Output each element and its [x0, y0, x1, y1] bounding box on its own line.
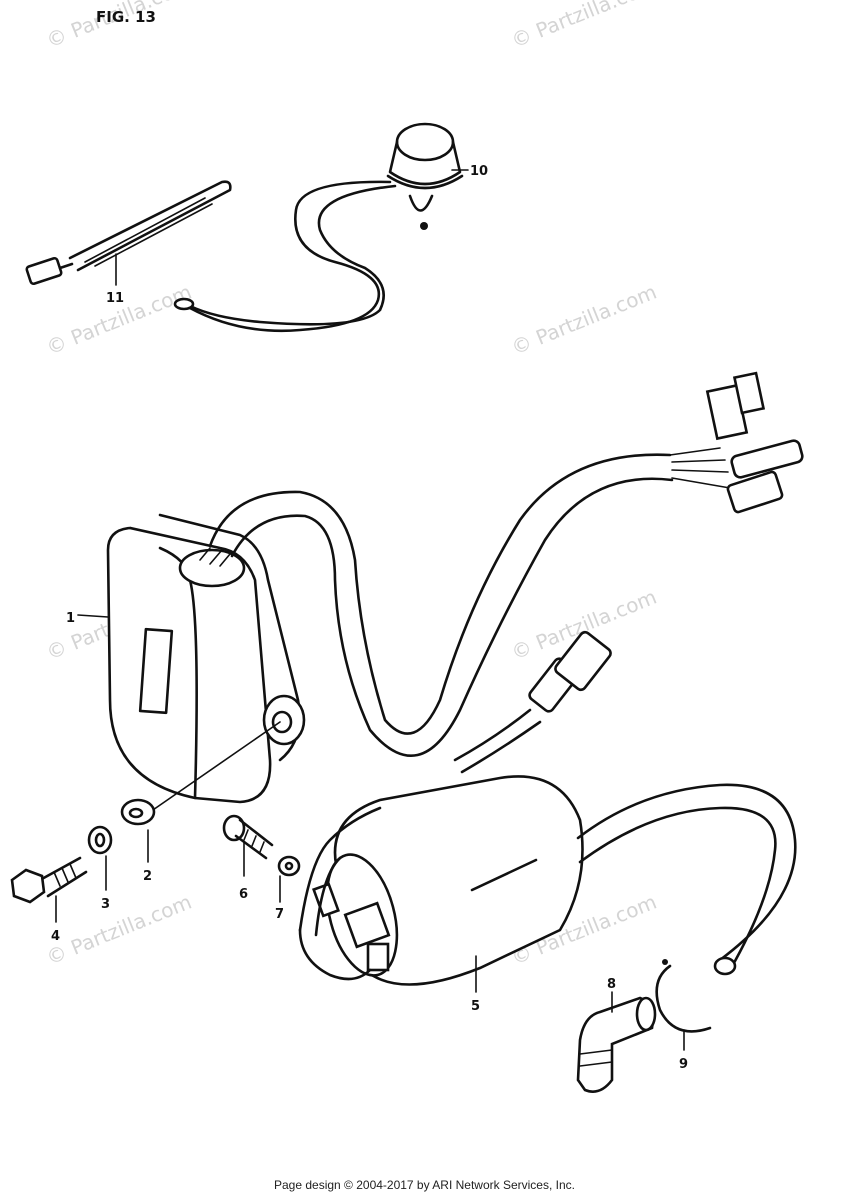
- callout-label: 7: [275, 907, 284, 922]
- part-5-ignition-coil: [298, 775, 797, 986]
- part-1-ignitor: [106, 371, 804, 804]
- part-10-switch: [173, 122, 464, 333]
- callout-label: 8: [607, 977, 616, 992]
- part-4-bolt: [10, 856, 88, 904]
- watermark: © Partzilla.com: [508, 280, 660, 360]
- part-8-plug-cap: [576, 996, 657, 1093]
- callout-label: 4: [51, 929, 60, 944]
- part-3-lock-washer: [87, 825, 113, 855]
- footer-copyright: Page design © 2004-2017 by ARI Network S…: [273, 1178, 575, 1192]
- callout-label: 1: [66, 611, 75, 626]
- part-7-washer: [277, 855, 301, 877]
- part-11-cable-tie: [25, 180, 232, 286]
- callout-label: 11: [106, 291, 124, 306]
- watermark: © Partzilla.com: [43, 890, 195, 970]
- figure-title: FIG. 13: [96, 8, 156, 26]
- callout-label: 3: [101, 897, 110, 912]
- watermark: © Partzilla.com: [508, 0, 660, 53]
- callout-label: 9: [679, 1057, 688, 1072]
- part-2-washer: [120, 798, 156, 826]
- callout-label: 2: [143, 869, 152, 884]
- callout-group: 1 2 3 4 5 6 7 8 9 10 11: [51, 164, 688, 1072]
- part-9-clip-ring: [655, 959, 712, 1033]
- part-6-screw: [222, 814, 274, 860]
- callout-label: 10: [470, 164, 488, 179]
- callout-label: 6: [239, 887, 248, 902]
- callout-label: 5: [471, 999, 480, 1014]
- leader-line: [149, 721, 281, 813]
